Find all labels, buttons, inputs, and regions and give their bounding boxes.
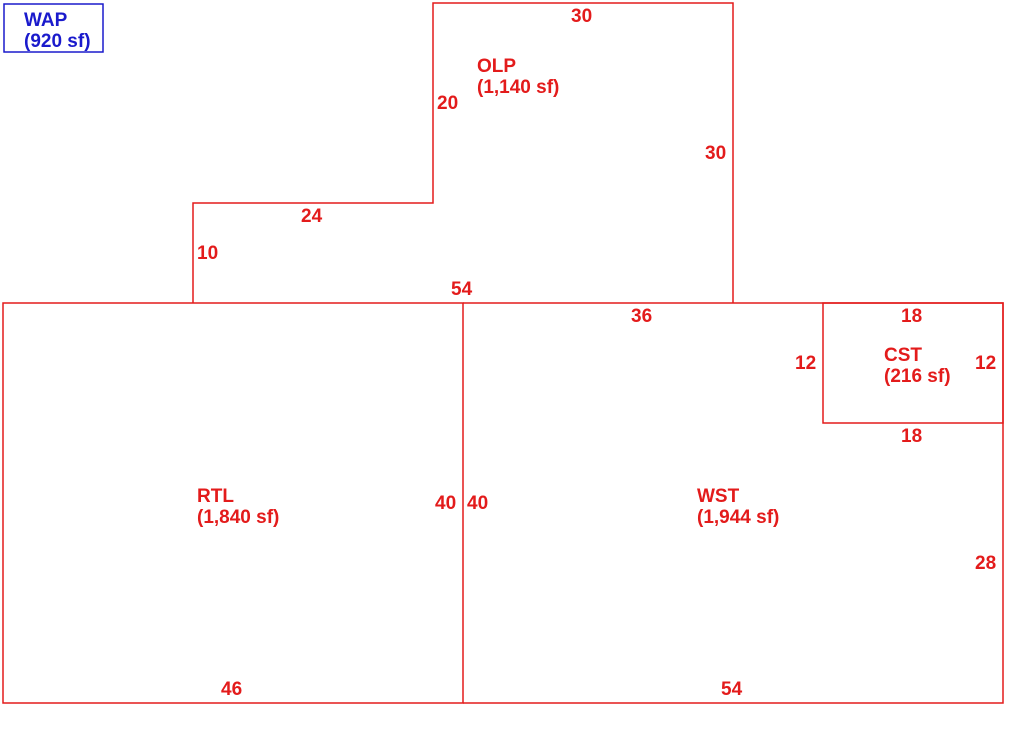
rtl-outline	[2, 302, 464, 704]
wst-outline	[463, 302, 1004, 704]
wap-code: WAP	[24, 10, 68, 31]
wst-code: WST	[697, 486, 740, 507]
cst-label: CST (216 sf)	[884, 345, 951, 387]
wap-legend-box	[3, 3, 104, 53]
cst-size: (216 sf)	[884, 366, 951, 387]
dim-cst-right: 12	[975, 353, 997, 374]
dim-cst-bottom: 18	[901, 426, 923, 447]
dim-wst-bottom: 54	[721, 679, 743, 700]
rtl-size: (1,840 sf)	[197, 507, 280, 528]
wap-label: WAP (920 sf)	[24, 10, 91, 52]
wst-size: (1,944 sf)	[697, 507, 780, 528]
olp-code: OLP	[477, 56, 517, 77]
dim-olp-step-top: 24	[301, 206, 323, 227]
dim-wst-left: 40	[467, 493, 489, 514]
wap-size: (920 sf)	[24, 31, 91, 52]
dim-olp-bottom: 54	[451, 279, 473, 300]
rtl-code: RTL	[197, 486, 234, 507]
dim-cst-top: 18	[901, 306, 923, 327]
cst-code: CST	[884, 345, 922, 366]
dim-olp-right: 30	[705, 143, 727, 164]
wst-label: WST (1,944 sf)	[697, 486, 779, 528]
dim-rtl-right: 40	[435, 493, 457, 514]
olp-outline	[192, 2, 734, 303]
olp-size: (1,140 sf)	[477, 77, 560, 98]
dim-cst-left: 12	[795, 353, 817, 374]
dim-olp-top: 30	[571, 6, 593, 27]
dim-wst-right: 28	[975, 553, 997, 574]
dim-olp-left-upper: 20	[437, 93, 459, 114]
olp-label: OLP (1,140 sf)	[477, 56, 559, 98]
dim-rtl-bottom: 46	[221, 679, 243, 700]
rtl-label: RTL (1,840 sf)	[197, 486, 279, 528]
dim-olp-left-lower: 10	[197, 243, 219, 264]
dim-wst-top: 36	[631, 306, 653, 327]
cst-outline	[822, 302, 1004, 424]
